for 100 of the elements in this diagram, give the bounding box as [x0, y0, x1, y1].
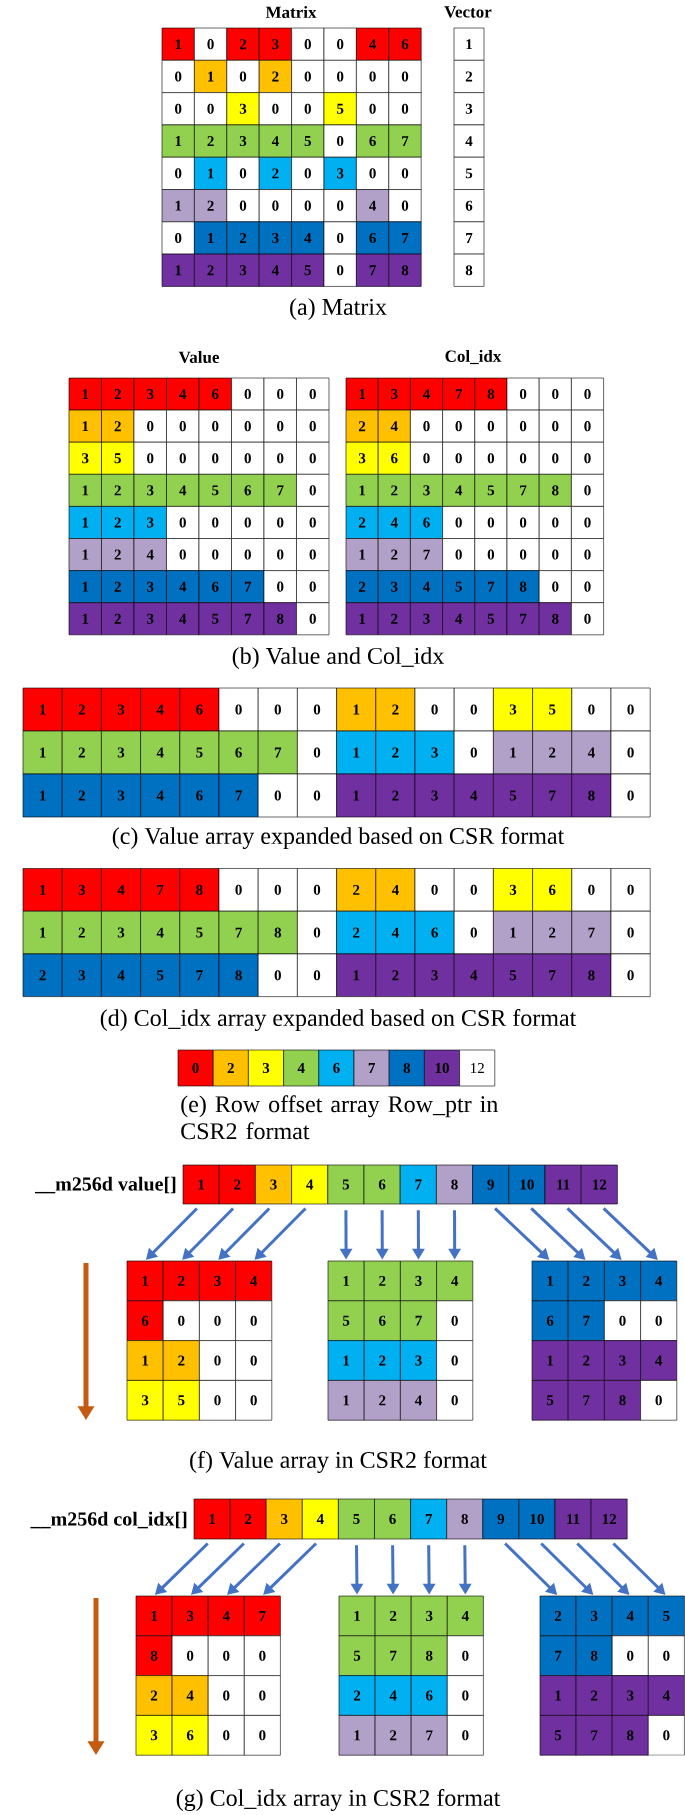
col-idx-cell: 3 [377, 377, 411, 411]
array-cell: 5 [327, 1164, 365, 1205]
block-cell: 4 [400, 1380, 437, 1421]
array-cell: 0 [414, 868, 455, 912]
array-cell: 3 [101, 730, 141, 775]
value-cell: 8 [263, 602, 297, 636]
col-idx-cell: 7 [506, 602, 540, 636]
block-cell: 6 [363, 1300, 401, 1341]
block-cell: 1 [531, 1340, 569, 1381]
array-cell: 6 [374, 1498, 411, 1540]
vector-cell: 2 [453, 60, 485, 93]
array-cell: 3 [61, 868, 102, 912]
array-cell: 1 [182, 1164, 220, 1205]
col-idx-cell: 0 [506, 409, 540, 443]
array-cell: 2 [375, 687, 416, 732]
value-cell: 2 [101, 602, 135, 636]
array-cell: 5 [493, 953, 533, 997]
row-ptr-cell: 8 [388, 1049, 425, 1087]
value-cell: 5 [198, 474, 232, 507]
row-ptr-cell: 12 [459, 1049, 496, 1087]
matrix-cell: 1 [161, 253, 195, 287]
array-cell: 0 [571, 687, 612, 732]
block-cell: 0 [447, 1635, 484, 1676]
block-cell: 8 [410, 1635, 448, 1676]
array-cell: 10 [508, 1164, 546, 1205]
array-cell: 0 [218, 687, 259, 732]
col-idx-cell: 7 [474, 570, 508, 603]
vector-cell: 3 [453, 92, 485, 126]
matrix-cell: 0 [161, 221, 195, 255]
array-cell: 4 [571, 730, 612, 775]
value-cell: 0 [296, 409, 330, 443]
array-cell: 12 [590, 1498, 628, 1540]
block-cell: 1 [126, 1260, 164, 1302]
block-cell: 0 [162, 1300, 200, 1341]
col-idx-cell: 0 [571, 377, 604, 411]
matrix-cell: 0 [323, 221, 357, 255]
col-idx-cell: 4 [442, 474, 476, 507]
matrix-cell: 7 [388, 124, 422, 158]
array-cell: 5 [140, 953, 181, 997]
col-idx-cell: 6 [410, 506, 443, 539]
array-cell: 4 [302, 1498, 339, 1540]
matrix-cell: 0 [323, 253, 357, 287]
block-cell: 3 [611, 1675, 649, 1716]
table-title: Matrix [265, 6, 317, 18]
col-idx-cell: 7 [506, 474, 540, 507]
col-idx-cell: 0 [538, 409, 572, 443]
array-cell: 4 [453, 773, 494, 818]
block-cell: 6 [531, 1300, 569, 1341]
array-cell: 7 [410, 1498, 447, 1540]
col-idx-cell: 8 [538, 602, 572, 636]
array-cell: 5 [532, 687, 573, 732]
value-cell: 6 [198, 570, 232, 603]
col-idx-cell: 2 [377, 602, 411, 636]
value-cell: 0 [166, 441, 200, 475]
value-cell: 4 [166, 377, 200, 411]
array-cell: 2 [61, 773, 102, 818]
value-cell: 0 [296, 474, 330, 507]
col-idx-cell: 0 [474, 409, 508, 443]
block-cell: 0 [207, 1635, 245, 1676]
block-cell: 2 [363, 1340, 401, 1381]
value-cell: 0 [231, 409, 265, 443]
col-idx-cell: 0 [506, 538, 540, 571]
block-cell: 3 [171, 1595, 209, 1637]
matrix-cell: 8 [388, 253, 422, 287]
matrix-cell: 0 [226, 156, 260, 190]
array-label: __m256d col_idx[] [30, 1511, 187, 1529]
matrix-cell: 0 [356, 60, 390, 93]
matrix-cell: 0 [323, 60, 357, 93]
array-cell: 10 [518, 1498, 556, 1540]
block-cell: 3 [575, 1595, 613, 1637]
array-cell: 0 [610, 687, 651, 732]
col-idx-cell: 0 [571, 538, 604, 571]
matrix-cell: 0 [323, 189, 357, 223]
matrix-cell: 0 [356, 92, 390, 126]
block-cell: 7 [575, 1715, 613, 1756]
array-cell: 8 [436, 1164, 473, 1205]
col-idx-cell: 1 [345, 602, 379, 636]
subfigure-caption: (e) Row offset array Row_ptr in CSR2 format [181, 1095, 498, 1140]
value-cell: 3 [133, 474, 167, 507]
block-cell: 1 [531, 1260, 569, 1302]
col-idx-cell: 0 [571, 441, 604, 475]
row-ptr-cell: 6 [318, 1049, 355, 1087]
array-cell: 2 [336, 910, 377, 955]
value-cell: 0 [296, 602, 330, 636]
col-idx-cell: 0 [474, 506, 508, 539]
array-cell: 0 [297, 730, 337, 775]
matrix-cell: 0 [194, 92, 228, 126]
row-ptr-cell: 3 [248, 1049, 284, 1087]
value-cell: 0 [133, 409, 167, 443]
array-cell: 0 [610, 868, 651, 912]
array-cell: 1 [22, 687, 63, 732]
block-cell: 3 [400, 1340, 437, 1381]
value-cell: 3 [133, 506, 167, 539]
col-idx-cell: 3 [345, 441, 379, 475]
col-idx-cell: 2 [345, 409, 379, 443]
value-cell: 1 [68, 506, 102, 539]
col-idx-cell: 1 [345, 474, 379, 507]
array-cell: 0 [453, 687, 494, 732]
block-cell: 3 [199, 1260, 236, 1302]
matrix-cell: 0 [323, 124, 357, 158]
